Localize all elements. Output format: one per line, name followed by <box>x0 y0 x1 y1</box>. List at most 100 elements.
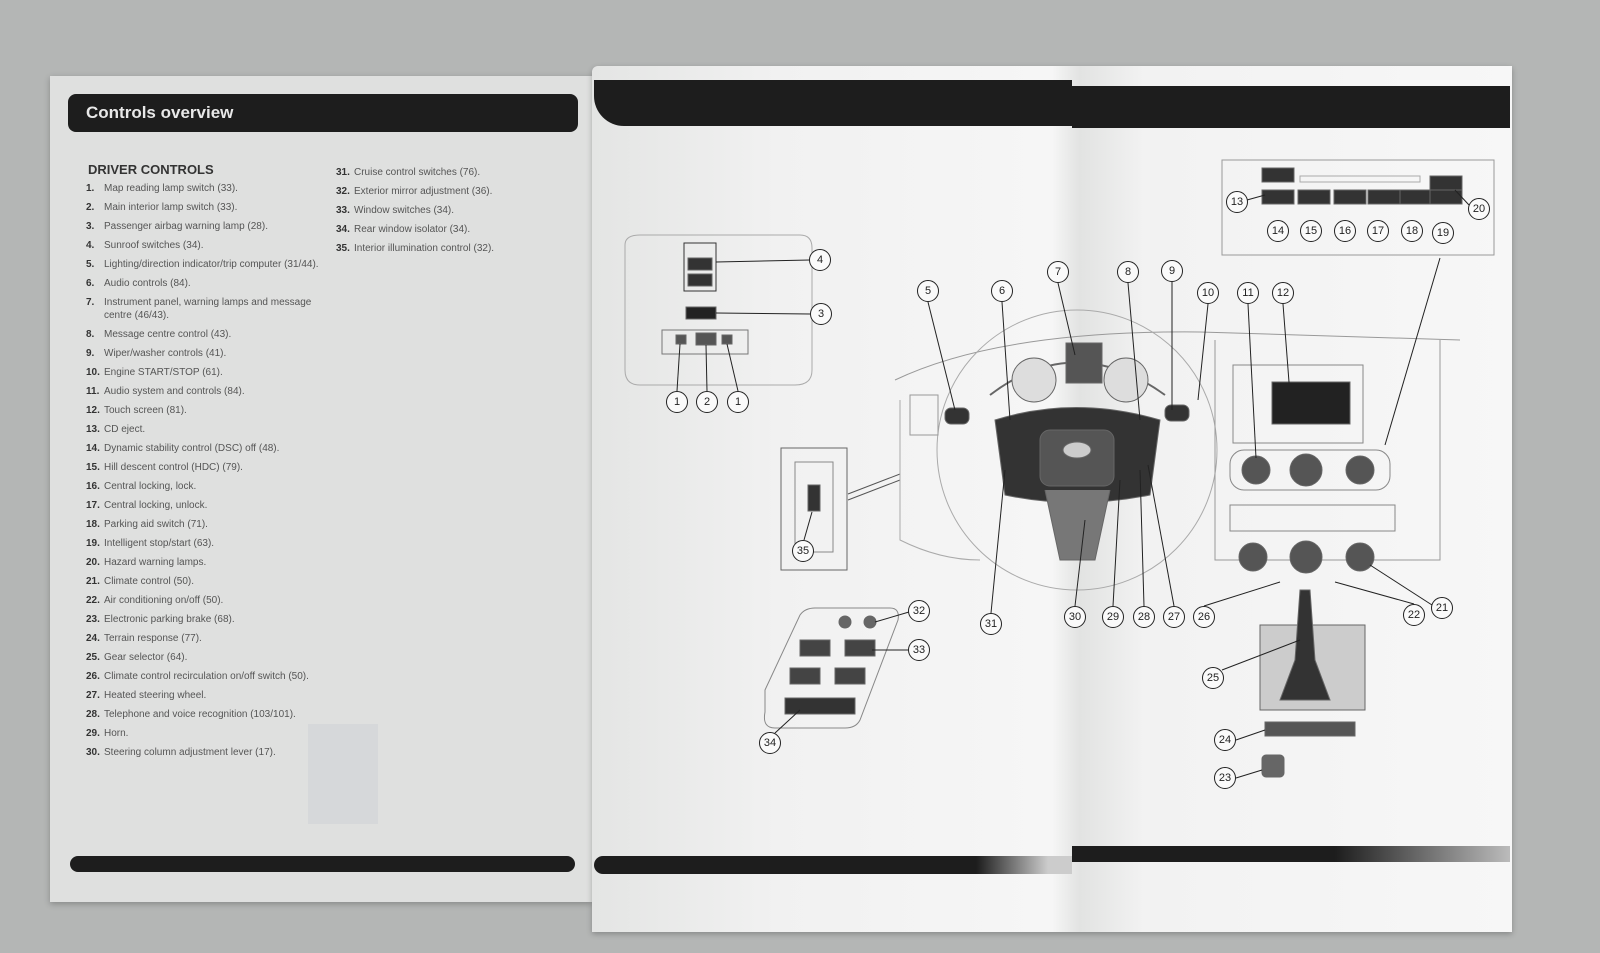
list-item: 33. Window switches (34). <box>336 204 576 217</box>
item-number: 7. <box>86 297 95 308</box>
callout-23: 23 <box>1214 767 1236 789</box>
item-text: Telephone and voice recognition (103/101… <box>104 709 296 720</box>
callout-27: 27 <box>1163 606 1185 628</box>
illumination-control-drawing <box>780 447 901 571</box>
item-number: 26. <box>86 671 100 682</box>
item-text: Horn. <box>104 728 129 739</box>
list-item: 13.CD eject. <box>86 423 326 436</box>
item-number: 4. <box>86 240 95 251</box>
list-item: 30.Steering column adjustment lever (17)… <box>86 746 326 759</box>
list-item: 25.Gear selector (64). <box>86 651 326 664</box>
dashboard-drawing <box>894 309 1461 778</box>
item-text: Lighting/direction indicator/trip comput… <box>104 259 319 270</box>
callout-1: 1 <box>727 391 749 413</box>
item-number: 18. <box>86 519 100 530</box>
item-text: Central locking, unlock. <box>104 500 208 511</box>
list-item: 2.Main interior lamp switch (33). <box>86 201 326 214</box>
list-item: 29. Horn. <box>86 727 326 740</box>
callout-1: 1 <box>666 391 688 413</box>
list-item: 10.Engine START/STOP (61). <box>86 366 326 379</box>
audio-panel-drawing <box>1221 159 1495 446</box>
item-text: Interior illumination control (32). <box>354 243 495 254</box>
top-bar <box>594 80 1072 126</box>
callout-31: 31 <box>980 613 1002 635</box>
item-text: Parking aid switch (71). <box>104 519 208 530</box>
list-item: 14.Dynamic stability control (DSC) off (… <box>86 442 326 455</box>
item-text: Message centre control (43). <box>104 329 232 340</box>
callout-17: 17 <box>1367 220 1389 242</box>
bottom-bar <box>594 856 1072 874</box>
recycle-logo <box>308 724 378 824</box>
callout-7: 7 <box>1047 261 1069 283</box>
list-item: 3.Passenger airbag warning lamp (28). <box>86 220 326 233</box>
callout-3: 3 <box>810 303 832 325</box>
item-number: 17. <box>86 500 100 511</box>
callout-8: 8 <box>1117 261 1139 283</box>
item-text: Main interior lamp switch (33). <box>104 202 238 213</box>
item-number: 12. <box>86 405 100 416</box>
list-item: 35. Interior illumination control (32). <box>336 242 576 255</box>
callout-10: 10 <box>1197 282 1219 304</box>
list-item: 15.Hill descent control (HDC) (79). <box>86 461 326 474</box>
item-number: 29. <box>86 728 100 739</box>
list-item: 16.Central locking, lock. <box>86 480 326 493</box>
list-item: 9.Wiper/washer controls (41). <box>86 347 326 360</box>
callout-12: 12 <box>1272 282 1294 304</box>
item-number: 5. <box>86 259 95 270</box>
callout-4: 4 <box>809 249 831 271</box>
item-number: 1. <box>86 183 95 194</box>
callout-6: 6 <box>991 280 1013 302</box>
item-text: Electronic parking brake (68). <box>104 614 235 625</box>
bottom-bar <box>70 856 575 872</box>
item-text: Terrain response (77). <box>104 633 202 644</box>
list-item: 32.Exterior mirror adjustment (36). <box>336 185 576 198</box>
item-number: 10. <box>86 367 100 378</box>
callout-22: 22 <box>1403 604 1425 626</box>
list-item: 26. Climate control recirculation on/off … <box>86 670 326 683</box>
list-item: 24.Terrain response (77). <box>86 632 326 645</box>
item-text: Central locking, lock. <box>104 481 197 492</box>
list-item: 6.Audio controls (84). <box>86 277 326 290</box>
item-number: 28. <box>86 709 100 720</box>
item-number: 33. <box>336 205 350 216</box>
list-item: 23.Electronic parking brake (68). <box>86 613 326 626</box>
item-number: 20. <box>86 557 100 568</box>
item-number: 15. <box>86 462 100 473</box>
list-item: 34.Rear window isolator (34). <box>336 223 576 236</box>
callout-24: 24 <box>1214 729 1236 751</box>
callout-11: 11 <box>1237 282 1259 304</box>
item-number: 11. <box>86 386 100 397</box>
item-text: Dynamic stability control (DSC) off (48)… <box>104 443 280 454</box>
list-item: 8.Message centre control (43). <box>86 328 326 341</box>
list-item: 11.Audio system and controls (84). <box>86 385 326 398</box>
callout-29: 29 <box>1102 606 1124 628</box>
item-text: CD eject. <box>104 424 146 435</box>
item-text: Window switches (34). <box>354 205 455 216</box>
overhead-console-drawing <box>624 234 813 392</box>
list-item: 5. Lighting/direction indicator/trip comp… <box>86 258 326 271</box>
callout-15: 15 <box>1300 220 1322 242</box>
callout-35: 35 <box>792 540 814 562</box>
item-text: Touch screen (81). <box>104 405 187 416</box>
section-heading: DRIVER CONTROLS <box>88 162 214 177</box>
item-number: 27. <box>86 690 100 701</box>
list-item: 31.Cruise control switches (76). <box>336 166 576 179</box>
item-text: Map reading lamp switch (33). <box>104 183 238 194</box>
list-item: 19.Intelligent stop/start (63). <box>86 537 326 550</box>
leader-lines <box>927 189 1470 779</box>
window-switch-pack-drawing <box>764 607 910 734</box>
item-number: 19. <box>86 538 100 549</box>
controls-list: 1. Map reading lamp switch (33). 2.Main in… <box>86 182 326 765</box>
item-number: 25. <box>86 652 100 663</box>
item-number: 22. <box>86 595 100 606</box>
controls-list-continued: 31.Cruise control switches (76). 32.Exter… <box>336 166 576 261</box>
item-text: Climate control recirculation on/off swi… <box>104 671 309 682</box>
item-text: Climate control (50). <box>104 576 195 587</box>
item-text: Air conditioning on/off (50). <box>104 595 224 606</box>
item-text: Exterior mirror adjustment (36). <box>354 186 493 197</box>
item-number: 35. <box>336 243 350 254</box>
item-text: Instrument panel, warning lamps and mess… <box>104 297 312 321</box>
item-text: Passenger airbag warning lamp (28). <box>104 221 268 232</box>
list-item: 21.Climate control (50). <box>86 575 326 588</box>
